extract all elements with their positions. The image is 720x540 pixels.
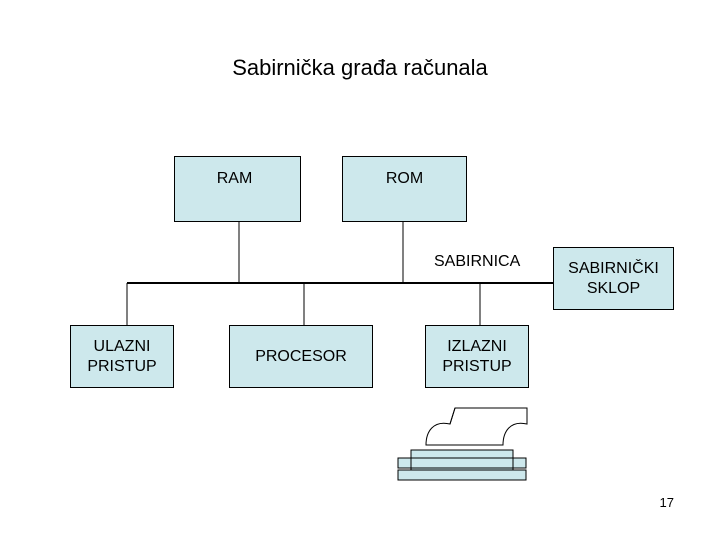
printer-icon [397,407,528,481]
bus-controller-label: SABIRNIČKI SKLOP [568,259,659,297]
output-port-box: IZLAZNI PRISTUP [425,325,529,388]
input-port-label: ULAZNI PRISTUP [87,337,157,375]
page-number: 17 [659,495,674,510]
ram-box: RAM [174,156,301,222]
bus-label: SABIRNICA [434,253,521,270]
output-port-label: IZLAZNI PRISTUP [442,337,512,375]
processor-label: PROCESOR [255,347,347,365]
processor-box: PROCESOR [229,325,373,388]
rom-label: ROM [385,170,424,187]
input-port-box: ULAZNI PRISTUP [70,325,174,388]
diagram-title: Sabirnička građa računala [232,55,488,80]
bus-controller-box: SABIRNIČKI SKLOP [553,247,674,310]
rom-box: ROM [342,156,467,222]
ram-label: RAM [216,170,253,187]
